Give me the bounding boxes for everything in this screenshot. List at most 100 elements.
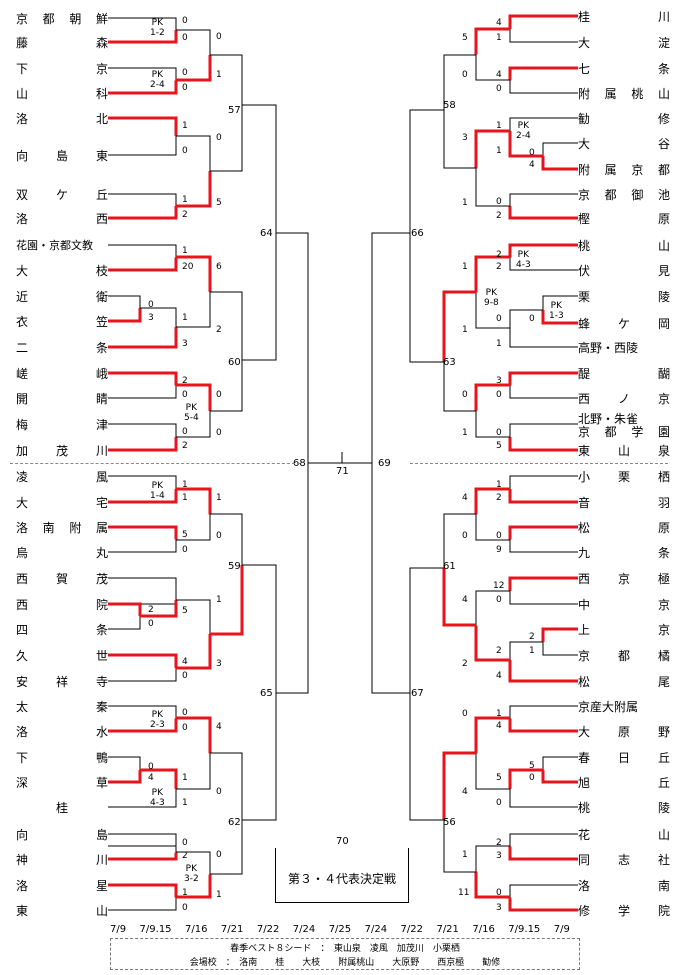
team-l-3: 山科 <box>16 87 108 101</box>
bracket-line-39 <box>108 602 142 616</box>
score-13: 20 <box>182 262 194 272</box>
team-r-30: 春日丘 <box>578 751 670 765</box>
bracket-line-69 <box>242 693 277 821</box>
score-99: 5 <box>496 773 502 783</box>
team-l-9: 大枝 <box>16 264 108 278</box>
bracket-line-27 <box>210 105 243 172</box>
bracket-line-118 <box>509 705 578 719</box>
team-r-26: 京都橘 <box>578 649 670 663</box>
bracket-line-46 <box>108 718 178 733</box>
bracket-line-33 <box>108 475 177 489</box>
bracket-line-101 <box>443 54 476 110</box>
score-103: 3 <box>496 851 502 861</box>
bracket-line-109 <box>508 489 578 504</box>
bracket-line-17 <box>108 437 178 452</box>
score-83: 0 <box>496 531 502 541</box>
match-code-60: 60 <box>228 357 241 368</box>
bracket-line-62 <box>176 851 211 875</box>
bracket-line-87 <box>509 309 543 328</box>
score-1: 0 <box>182 33 188 43</box>
bracket-line-75 <box>508 66 578 81</box>
team-r-28: 京産大附属 <box>578 700 639 714</box>
score-38: 3 <box>216 659 222 669</box>
score-86: 12 <box>493 581 505 591</box>
bracket-line-124 <box>509 833 578 847</box>
score-9: 1 <box>182 195 188 205</box>
score-0: 0 <box>182 16 188 26</box>
team-r-24: 中京 <box>578 598 670 612</box>
team-r-33: 花山 <box>578 828 670 842</box>
score-25: 0 <box>216 428 222 438</box>
team-r-29: 大原野 <box>578 725 670 739</box>
bracket-line-83 <box>508 243 578 258</box>
bracket-line-88 <box>509 328 578 348</box>
bracket-line-130 <box>475 590 510 626</box>
info-box: 春季ベスト８シード ： 東山泉 凌風 加茂川 小栗栖 会場校 ： 洛南 桂 大枝… <box>110 938 580 970</box>
score-49: 0 <box>216 850 222 860</box>
bracket-line-31 <box>242 233 277 361</box>
score-72: 1 <box>496 339 502 349</box>
divider-right <box>410 463 668 465</box>
team-r-25: 上京 <box>578 623 670 637</box>
score-56: 4 <box>496 70 502 80</box>
team-r-23: 西京極 <box>578 572 670 586</box>
bracket-line-103 <box>442 290 476 362</box>
score-51: 0 <box>182 903 188 913</box>
bracket-line-126 <box>509 884 578 898</box>
score-66: 1 <box>462 198 468 208</box>
bracket-line-117 <box>508 660 578 683</box>
bracket-line-84 <box>509 257 578 271</box>
score-80: 1 <box>496 480 502 490</box>
bracket-line-38 <box>140 591 177 605</box>
bracket-line-123 <box>509 789 578 808</box>
third-fourth-place-box: 第３・４代表決定戦 <box>275 848 409 903</box>
team-r-20: 音羽 <box>578 496 670 510</box>
team-r-17: 京都学園 <box>578 425 670 439</box>
score-57: 0 <box>496 84 502 94</box>
team-l-30: 桂 <box>55 801 68 815</box>
bracket-line-52 <box>108 852 178 861</box>
match-code-71: 71 <box>336 466 349 477</box>
team-r-35: 洛南 <box>578 879 670 893</box>
bracket-line-35 <box>108 525 178 540</box>
team-r-2: 七条 <box>578 62 670 76</box>
score-68: 2 <box>496 262 502 272</box>
bracket-line-133 <box>475 753 510 790</box>
team-l-17: 凌風 <box>16 470 108 484</box>
final-label: 第３・４代表決定戦 <box>287 872 396 886</box>
bracket-line-115 <box>542 642 578 656</box>
bracket-line-16 <box>108 423 177 437</box>
bracket-line-34 <box>108 489 178 504</box>
team-r-1: 大淀 <box>578 36 670 50</box>
match-code-64: 64 <box>260 228 273 239</box>
team-r-8: 樫原 <box>578 212 670 226</box>
score-95: 4 <box>496 721 502 731</box>
score-67: 2 <box>496 250 502 260</box>
match-code-67: 67 <box>411 688 424 699</box>
bracket-line-53 <box>108 833 177 846</box>
score-39: 0 <box>182 708 188 718</box>
score-74: 3 <box>496 376 502 386</box>
bracket-line-82 <box>508 206 578 220</box>
bracket-line-58 <box>176 599 211 634</box>
bracket-line-78 <box>542 142 578 156</box>
bracket-line-12 <box>140 307 177 327</box>
bracket-line-11 <box>108 308 142 323</box>
bracket-line-37 <box>140 577 177 591</box>
bracket-line-80 <box>508 131 543 158</box>
bracket-line-135 <box>474 871 510 899</box>
score-35: 1 <box>216 595 222 605</box>
bracket-line-63 <box>176 874 212 899</box>
score-94: 1 <box>496 709 502 719</box>
bracket-line-110 <box>508 525 578 540</box>
score-107: 11 <box>458 888 470 898</box>
score-98: 0 <box>529 773 535 783</box>
bracket-line-30 <box>242 104 277 233</box>
bracket-line-15 <box>108 385 177 399</box>
bracket-line-116 <box>509 641 543 660</box>
score-20: 2 <box>182 376 188 386</box>
bracket-line-8 <box>108 244 177 258</box>
bracket-line-19 <box>176 55 212 82</box>
